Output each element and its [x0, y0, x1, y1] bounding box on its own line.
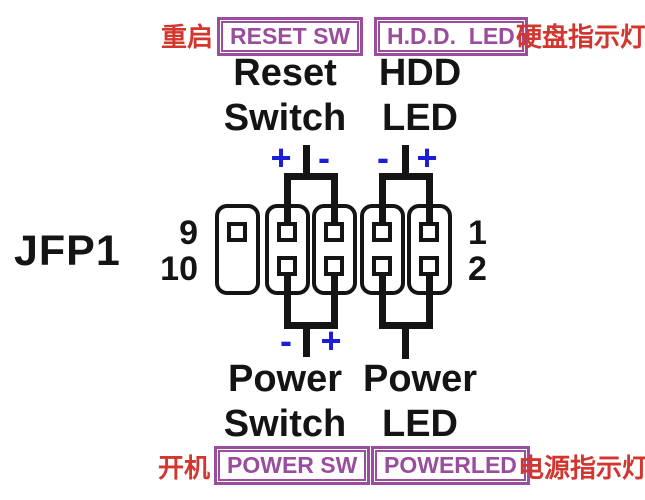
reset-switch-wire-leg-right [331, 177, 338, 222]
power-switch-cn-label: 开机 [157, 453, 210, 483]
power-led-cn-label: 电源指示灯 [518, 453, 645, 483]
hdd-led-plus-mark: + [416, 137, 438, 178]
power-led-tag-box: POWERLED [371, 446, 530, 485]
pin-number-9: 9 [179, 214, 198, 252]
reset-sw-tag-label: RESET SW [221, 21, 360, 52]
pin-3-square [372, 222, 392, 242]
reset-switch-minus-mark: - [318, 137, 330, 178]
reset-switch-label: Reset Switch [200, 51, 370, 141]
power-led-label: Power LED [350, 357, 490, 447]
power-switch-wire-bar [284, 322, 338, 329]
reset-switch-plus-mark: + [270, 137, 292, 178]
hdd-led-label-line2: LED [382, 97, 458, 139]
power-switch-minus-mark: - [280, 320, 292, 361]
reset-switch-label-line1: Reset [233, 52, 337, 94]
hdd-led-cn-label: 硬盘指示灯 [516, 22, 645, 52]
pin-number-1: 1 [468, 214, 487, 252]
header-name-jfp1: JFP1 [14, 227, 121, 275]
reset-switch-cn-label: 重启 [160, 22, 213, 52]
hdd-led-minus-mark: - [377, 137, 389, 178]
hdd-led-wire-leg-left [379, 177, 386, 222]
power-switch-label-line2: Switch [223, 403, 347, 445]
power-led-wire-leg-left [379, 276, 386, 329]
power-sw-tag-label: POWER SW [218, 450, 367, 481]
pin-number-2: 2 [468, 250, 487, 288]
hdd-led-label: HDD LED [350, 51, 490, 141]
power-switch-plus-mark: + [320, 320, 342, 361]
pin-2-square [419, 256, 439, 276]
power-led-wire-bar [379, 322, 433, 329]
reset-switch-wire-bar [284, 173, 338, 180]
power-switch-wire-stem [303, 326, 310, 357]
power-sw-tag-box: POWER SW [214, 446, 371, 485]
power-switch-wire-leg-right [331, 276, 338, 329]
power-led-tag-label: POWERLED [375, 450, 526, 481]
pin-4-square [372, 256, 392, 276]
power-switch-label-line1: Power [227, 358, 343, 400]
hdd-led-tag-box: H.D.D. LED [374, 17, 528, 56]
power-led-wire-stem [402, 326, 409, 359]
power-led-wire-leg-right [426, 276, 433, 329]
pin-column-9-10 [215, 204, 260, 295]
pin-8-square [277, 256, 297, 276]
hdd-led-tag-label: H.D.D. LED [378, 21, 524, 52]
pin-1-square [419, 222, 439, 242]
power-led-label-line1: Power [362, 358, 478, 400]
pin-5-square [324, 222, 344, 242]
hdd-led-wire-leg-right [426, 177, 433, 222]
pin-7-square [277, 222, 297, 242]
power-led-label-line2: LED [382, 403, 458, 445]
pin-9-square [227, 222, 247, 242]
hdd-led-wire-bar [379, 173, 433, 180]
reset-switch-wire-stem [303, 145, 310, 180]
reset-sw-tag-box: RESET SW [217, 17, 364, 56]
power-switch-wire-leg-left [284, 276, 291, 329]
reset-switch-label-line2: Switch [223, 97, 347, 139]
pin-number-10: 10 [160, 250, 198, 288]
power-switch-label: Power Switch [200, 357, 370, 447]
hdd-led-wire-stem [402, 145, 409, 180]
reset-switch-wire-leg-left [284, 177, 291, 222]
hdd-led-label-line1: HDD [378, 52, 462, 94]
pin-6-square [324, 256, 344, 276]
